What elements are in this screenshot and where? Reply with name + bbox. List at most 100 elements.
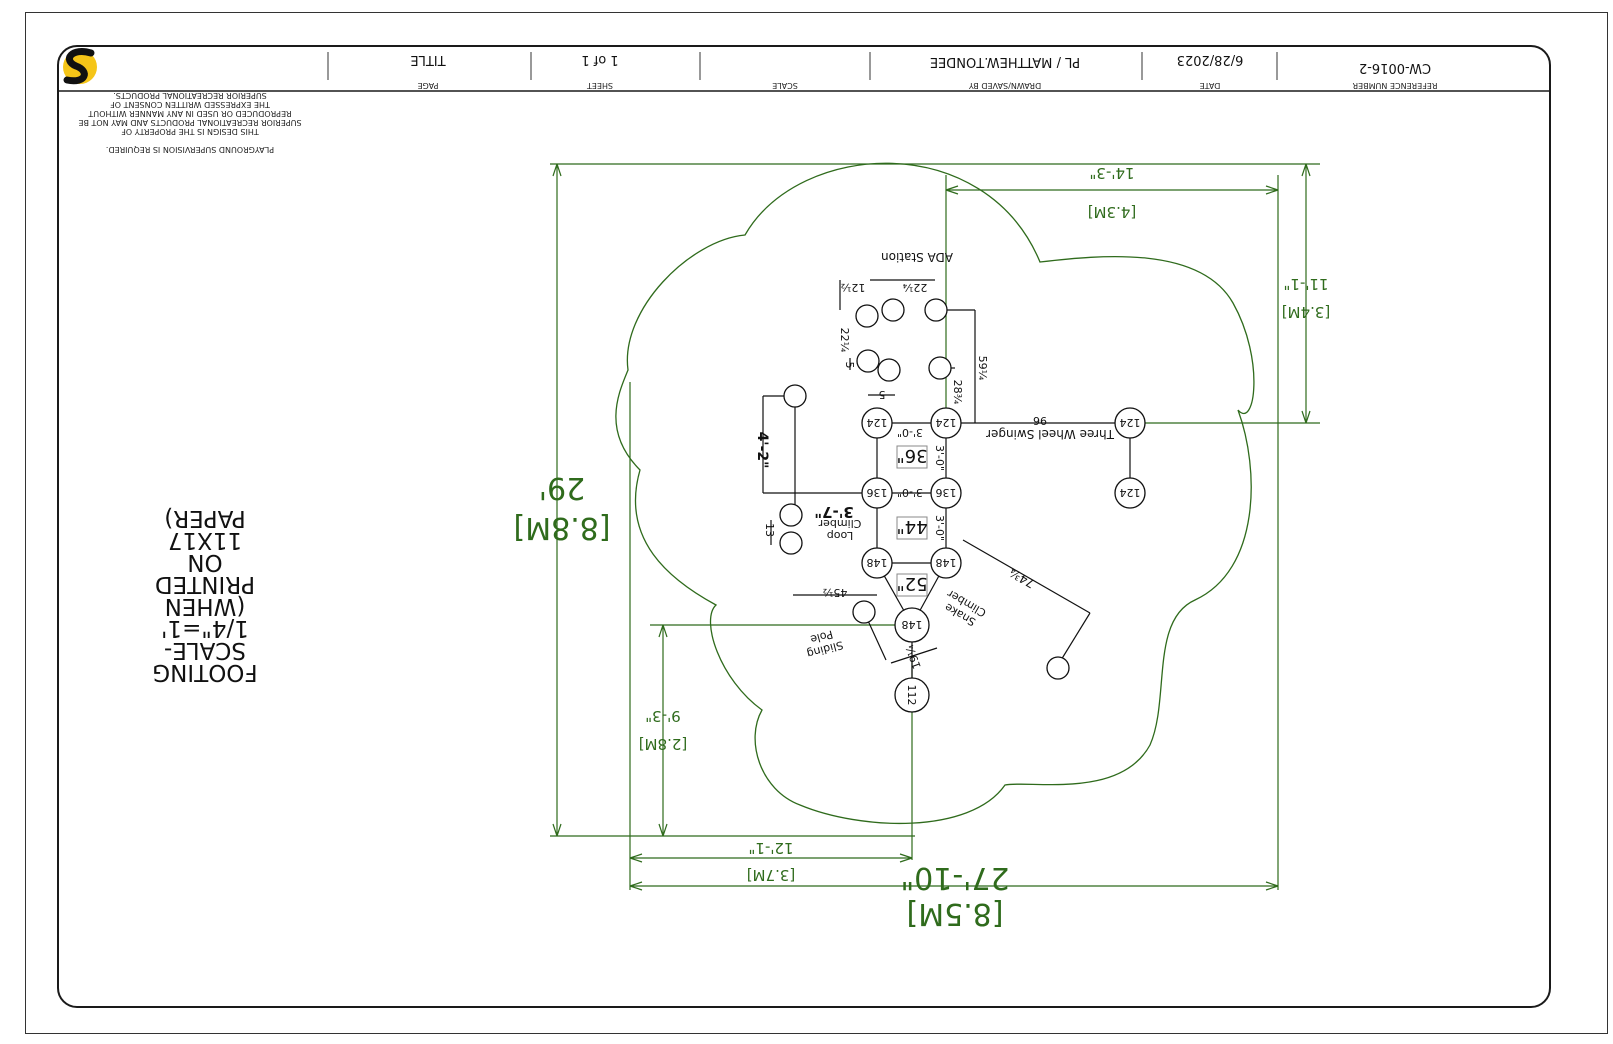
span-label: 3'-7"	[814, 503, 854, 521]
span-label: 3'-0"	[897, 486, 923, 499]
superior-s-logo-icon	[63, 48, 97, 85]
span-label: 96	[1033, 414, 1047, 427]
span-label: 45½	[823, 586, 848, 599]
footing-124	[1114, 407, 1146, 439]
footing-depth-label: 148	[902, 618, 923, 631]
span-label: 4'-2"	[754, 432, 770, 469]
reference-number-label: REFERENCE NUMBER	[1352, 81, 1437, 90]
loop-climber-label: Climber	[818, 517, 861, 530]
footing-148	[861, 547, 893, 579]
dim-text: 12'-1"	[748, 839, 793, 857]
scale-note-line: SCALE-	[164, 637, 246, 663]
scale-note-line: 1/4"=1'	[161, 615, 249, 641]
reference-number: CW-0016-2	[1359, 60, 1431, 75]
footing-small	[852, 600, 876, 624]
dim-text: [3.4M]	[1282, 303, 1331, 321]
dim-text: 27'-10"	[900, 860, 1009, 895]
notice-line-1: SUPERIOR RECREATIONAL PRODUCTS.	[113, 91, 267, 100]
dim-text: 14'-3"	[1089, 164, 1134, 182]
span-label: 3'-0"	[933, 445, 946, 471]
dim-top-right: [4.3M] 14'-3"	[1088, 164, 1137, 221]
property-notice: PLAYGROUND SUPERVISION IS REQUIRED. THIS…	[78, 91, 301, 154]
page-value: TITLE	[410, 52, 446, 67]
dim-text: [2.8M]	[639, 735, 688, 753]
deck-height-label: 52"	[896, 573, 927, 594]
dim-text: 9'-3"	[645, 707, 681, 725]
date-label: DATE	[1200, 81, 1221, 90]
footing-depth-label: 124	[1120, 486, 1141, 499]
structure-dim-labels: 3'-0" 3'-0" 3'-0" 3'-0" 4'-2" 3'-7" 96 1…	[754, 281, 1047, 671]
use-zone-outline	[615, 162, 1255, 825]
footing-depth-label: 124	[936, 416, 957, 429]
page-label: PAGE	[418, 81, 439, 90]
dim-text: [8.5M]	[906, 896, 1003, 931]
footing-124	[861, 407, 893, 439]
footing-small	[1046, 656, 1070, 680]
dim-text: [8.8M]	[513, 510, 610, 545]
footing-depth-label: 124	[1120, 416, 1141, 429]
dimension-lines	[550, 163, 1320, 891]
footing-148	[930, 547, 962, 579]
notice-line-6: PLAYGROUND SUPERVISION IS REQUIRED.	[106, 145, 274, 154]
ada-footing	[855, 304, 879, 328]
dim-left-lower: [2.8M] 9'-3"	[639, 707, 688, 753]
deck-heights: 36" 44" 52"	[896, 445, 928, 597]
notice-line-4: SUPERIOR RECREATIONAL PRODUCTS AND MAY N…	[78, 118, 301, 127]
deck-height-label: 36"	[896, 445, 927, 466]
span-label: 3'-0"	[897, 426, 923, 439]
component-labels: ADA Station Three Wheel Swinger Loop Cli…	[805, 250, 1115, 660]
scale-label: SCALE	[772, 81, 798, 90]
span-label: 12½	[841, 281, 866, 294]
scale-note-line: PRINTED	[155, 571, 255, 597]
ada-footing	[924, 298, 948, 322]
span-label: 28¾	[951, 380, 964, 405]
span-label: 13	[763, 523, 776, 537]
ada-footing	[877, 358, 901, 382]
footing-depth-label: 124	[867, 416, 888, 429]
drawn-by-value: PL / MATTHEW.TONDEE	[930, 54, 1080, 69]
sheet-outer-frame	[25, 12, 1608, 1034]
footing-small	[779, 503, 803, 527]
footings	[779, 298, 1146, 713]
deck-height-label: 44"	[896, 516, 927, 537]
notice-line-2: THE EXPRESSED WRITTEN CONSENT OF	[110, 100, 271, 109]
span-label: 19¼	[903, 643, 924, 671]
dim-right: [3.4M] 11'-1"	[1282, 275, 1331, 321]
sheet-label: SHEET	[587, 81, 613, 90]
scale-note-line: 11X17	[168, 527, 242, 553]
footing-small	[779, 531, 803, 555]
span-label: 59¼	[976, 356, 989, 381]
scale-note: FOOTING SCALE- 1/4"=1' (WHEN PRINTED ON …	[152, 505, 257, 685]
footing-124	[930, 407, 962, 439]
dim-text: 29'	[539, 470, 585, 505]
ada-footing	[856, 349, 880, 373]
title-block: CW-0016-2 REFERENCE NUMBER 6/28/2023 DAT…	[57, 48, 1549, 92]
dim-text: [4.3M]	[1088, 203, 1137, 221]
dim-text: 11'-1"	[1283, 275, 1328, 293]
sheet-value: 1 of 1	[581, 52, 618, 67]
sliding-pole-label: Pole	[809, 627, 835, 646]
footing-148	[894, 607, 930, 643]
loop-climber-label: Loop	[827, 529, 853, 542]
span-label: 74¾	[1007, 565, 1038, 591]
span-label: 3'-0"	[933, 515, 946, 541]
footing-136	[930, 477, 962, 509]
footing-112	[894, 677, 930, 713]
scale-note-line: ON	[187, 549, 222, 575]
footing-depth-label: 148	[936, 556, 957, 569]
dim-text: [3.7M]	[747, 866, 796, 884]
dim-overall-width: [8.5M] 27'-10"	[900, 860, 1009, 931]
footing-depth-label: 136	[867, 486, 888, 499]
notice-line-5: THIS DESIGN IS THE PROPERTY OF	[121, 127, 260, 136]
footing-labels: 124 124 124 124 136 136 148 148 148 112	[867, 416, 1141, 706]
footing-124	[1114, 477, 1146, 509]
ada-station-label: ADA Station	[881, 250, 953, 264]
scale-note-line: FOOTING	[152, 659, 257, 685]
date-value: 6/28/2023	[1177, 52, 1244, 67]
footing-depth-label: 112	[905, 685, 918, 706]
span-label: 5	[843, 362, 856, 369]
span-label: 5	[879, 388, 886, 401]
span-label: 22¼	[902, 281, 927, 294]
notice-line-3: REPRODUCED OR USED IN ANY MANNER WITHOUT	[88, 109, 291, 118]
